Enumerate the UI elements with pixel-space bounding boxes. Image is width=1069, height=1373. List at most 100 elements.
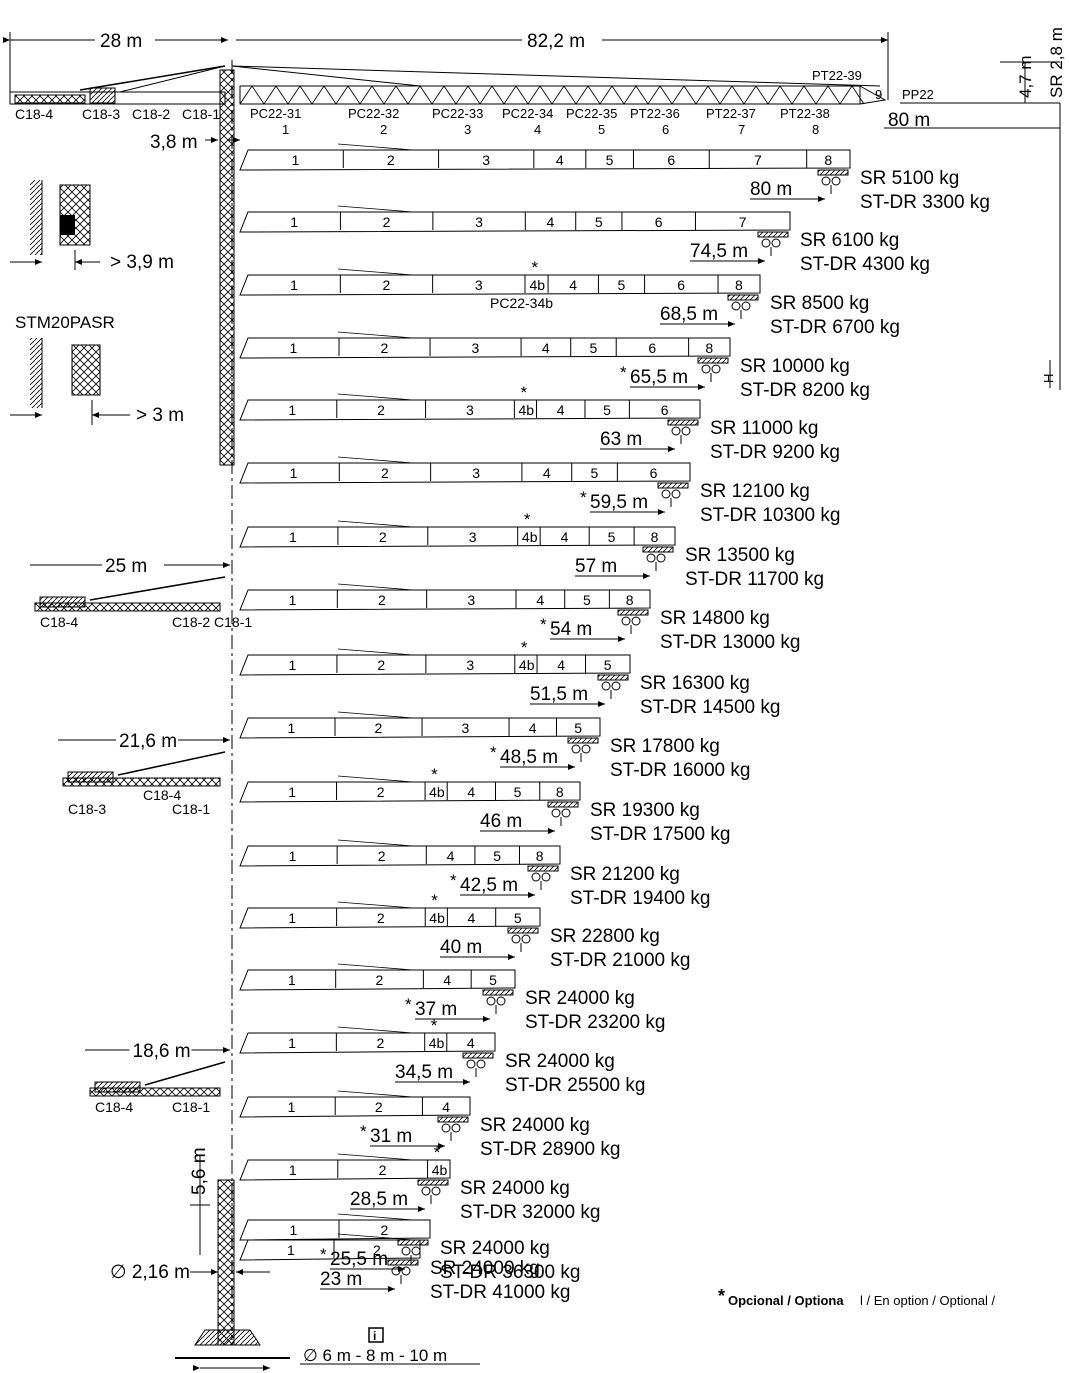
optional-star: * [320, 1245, 327, 1264]
jib-segment-label: 5 [591, 465, 599, 481]
jib-segment-label: 1 [288, 657, 296, 673]
jib-segment-label: 1 [290, 1222, 298, 1238]
jib-segment-label: 3 [472, 340, 480, 356]
jib-segment-label: 1 [289, 592, 297, 608]
jib-segment-label: 1 [288, 402, 296, 418]
footnote-star: * [718, 1286, 725, 1306]
jib-segment-label: 8 [556, 784, 564, 800]
cw-view-label: C18-2 C18-1 [172, 614, 252, 630]
sr-capacity: SR 19300 kg [590, 800, 700, 821]
jib-segment-label: 8 [651, 529, 659, 545]
jib-segment-label: 7 [754, 152, 762, 168]
jib-segment-label: 8 [824, 152, 832, 168]
cw-view-label: C18-4 [40, 614, 78, 630]
jib-segment-label: 4b [429, 910, 445, 926]
jib-segment-label: 3 [467, 592, 475, 608]
jib-segment-label: 4b [530, 277, 546, 293]
jib-segment-label: 5 [514, 784, 522, 800]
optional-star: * [360, 1122, 367, 1141]
stdr-capacity: ST-DR 28900 kg [480, 1139, 620, 1160]
jib-segment-label: 4b [519, 657, 535, 673]
radius-label: 59,5 m [590, 492, 648, 513]
jib-section-code: PT22-36 [630, 106, 680, 121]
jib-segment-label: 3 [472, 465, 480, 481]
jib-segment-label: 5 [603, 402, 611, 418]
stdr-capacity: ST-DR 4300 kg [800, 254, 930, 275]
tip-section-label: PT22-39 [812, 68, 862, 83]
sr-height: SR 2,8 m [1047, 27, 1066, 98]
jib-segment-label: 1 [290, 340, 298, 356]
radius-label: 57 m [575, 556, 617, 577]
jib-section-number: 1 [282, 122, 289, 137]
jib-segment-label: 6 [648, 340, 656, 356]
optional-star: * [580, 488, 587, 507]
sr-capacity: SR 17800 kg [610, 736, 720, 757]
jib-segment-label: 5 [608, 529, 616, 545]
sr-capacity: SR 5100 kg [860, 168, 959, 189]
optional-footnote: * Opcional / Optiona l / En option / Opt… [718, 1286, 996, 1308]
jib-section-number: 6 [662, 122, 669, 137]
stdr-capacity: ST-DR 9200 kg [710, 442, 840, 463]
stdr-capacity: ST-DR 10300 kg [700, 505, 840, 526]
optional-star: * [520, 383, 527, 402]
jib-segment-label: 4 [557, 657, 565, 673]
jib-segment-label: 2 [376, 972, 384, 988]
jib-segment-label: 2 [382, 277, 390, 293]
optional-star: * [521, 638, 528, 657]
sr-capacity: SR 24000 kg [440, 1238, 550, 1259]
jib-segment-label: 4b [429, 784, 445, 800]
optional-star: * [524, 510, 531, 529]
jib-segment-label: 2 [375, 720, 383, 736]
jib-segment-label: 4 [443, 972, 451, 988]
mast-width: ∅ 2,16 m [110, 1262, 190, 1283]
jib-segment-label: 6 [667, 152, 675, 168]
sr-capacity: SR 8500 kg [770, 293, 869, 314]
stdr-capacity: ST-DR 21000 kg [550, 950, 690, 971]
radius-label: 54 m [550, 619, 592, 640]
jib-segment-label: 2 [377, 657, 385, 673]
stdr-capacity: ST-DR 41000 kg [430, 1282, 570, 1303]
jib-segment-label: 6 [677, 277, 685, 293]
stdr-capacity: ST-DR 16000 kg [610, 760, 750, 781]
clearance-3-9: > 3,9 m [110, 252, 174, 273]
height-label: H [1041, 374, 1056, 383]
jib-segment-label: 5 [618, 277, 626, 293]
jib-segment-label: 4b [518, 402, 534, 418]
jib-section-code: PC22-32 [348, 106, 399, 121]
cw-label-c18-2: C18-2 [132, 106, 170, 122]
jib-section-code: PT22-37 [706, 106, 756, 121]
jib-segment-label: 6 [655, 214, 663, 230]
jib-segment-label: 1 [288, 784, 296, 800]
jib-segment-label: 1 [287, 1242, 295, 1258]
jib-section-number: 7 [738, 122, 745, 137]
jib-segment-label: 4 [467, 1035, 475, 1051]
mast-top-height: 5,6 m [189, 1147, 210, 1195]
jib-segment-label: 2 [381, 340, 389, 356]
jib-segment-label: 1 [290, 214, 298, 230]
main-jib: PT22-39 9 PP22 PC22-311PC22-322PC22-333P… [231, 65, 934, 137]
sr-capacity: SR 12100 kg [700, 481, 810, 502]
jib-segment-label: 5 [493, 848, 501, 864]
clearance-3: > 3 m [136, 405, 184, 426]
jib-segment-label: 1 [290, 277, 298, 293]
footnote-rest: l / En option / Optional / [860, 1293, 996, 1308]
jib-segment-label: 4b [522, 529, 538, 545]
base-dimensions: ∅ 6 m - 8 m - 10 m [303, 1346, 447, 1365]
optional-star: * [431, 891, 438, 910]
sr-capacity: SR 24000 kg [505, 1051, 615, 1072]
optional-star: * [620, 363, 627, 382]
jib-segment-label: 3 [475, 214, 483, 230]
jib-segment-label: 8 [536, 848, 544, 864]
jib-segment-label: 1 [292, 152, 300, 168]
jib-segment-label: 2 [373, 1242, 381, 1258]
jib-length: 82,2 m [527, 31, 585, 52]
jib-segment-label: 4 [447, 848, 455, 864]
jib-segment-label: 2 [378, 848, 386, 864]
